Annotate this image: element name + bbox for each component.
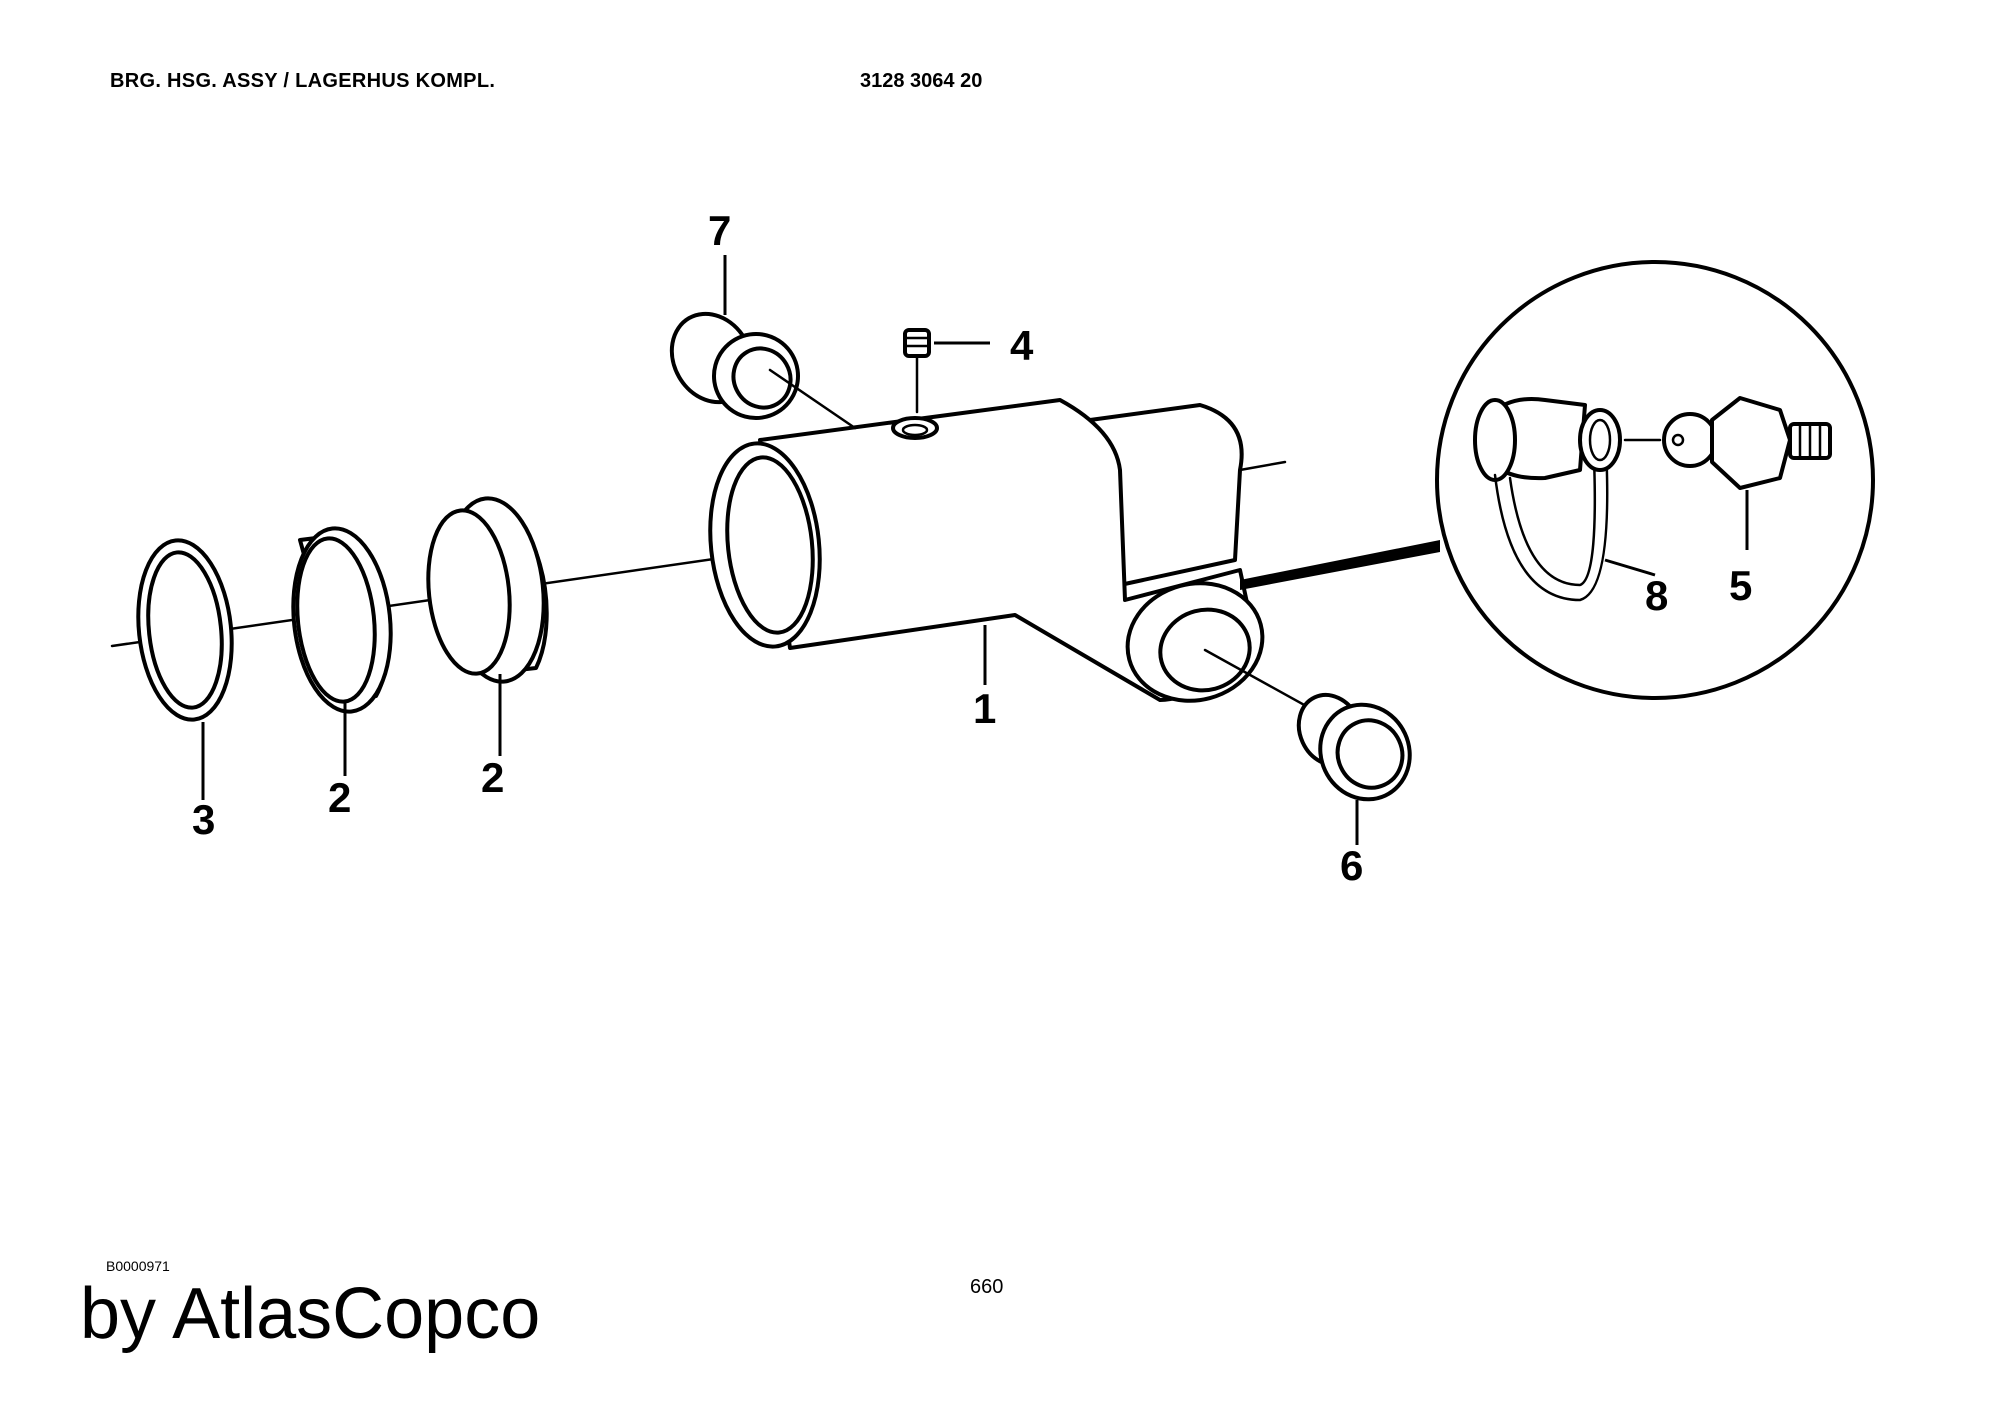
callout-5: 5	[1729, 562, 1752, 609]
part-1-bearing-housing	[708, 398, 1287, 703]
part-4-set-screw	[903, 328, 990, 414]
drawing-code: B0000971	[106, 1258, 170, 1274]
callout-7: 7	[708, 207, 731, 254]
page-title: BRG. HSG. ASSY / LAGERHUS KOMPL.	[110, 70, 496, 92]
part-2-bearing-ring-right	[426, 496, 549, 756]
part-6-plug-side	[1203, 648, 1412, 845]
part-number: 3128 3064 20	[860, 70, 983, 92]
detail-pointer	[1240, 540, 1440, 590]
callout-6: 6	[1340, 842, 1363, 889]
part-7-plug-top	[669, 255, 857, 430]
callout-1: 1	[973, 685, 996, 732]
part-2-bearing-ring-left	[291, 526, 393, 776]
page-number: 660	[970, 1276, 1004, 1298]
part-3-seal-ring	[136, 538, 234, 800]
callout-2-left: 2	[328, 774, 351, 821]
brand-text: by AtlasCopco	[80, 1274, 541, 1354]
callout-4: 4	[1010, 322, 1034, 369]
part-8-dust-cap	[1473, 397, 1656, 602]
callout-3: 3	[192, 796, 215, 843]
detail-view-circle	[1240, 260, 1875, 700]
callout-2-right: 2	[481, 754, 504, 801]
part-5-grease-nipple	[1623, 396, 1832, 550]
callout-8: 8	[1645, 572, 1668, 619]
